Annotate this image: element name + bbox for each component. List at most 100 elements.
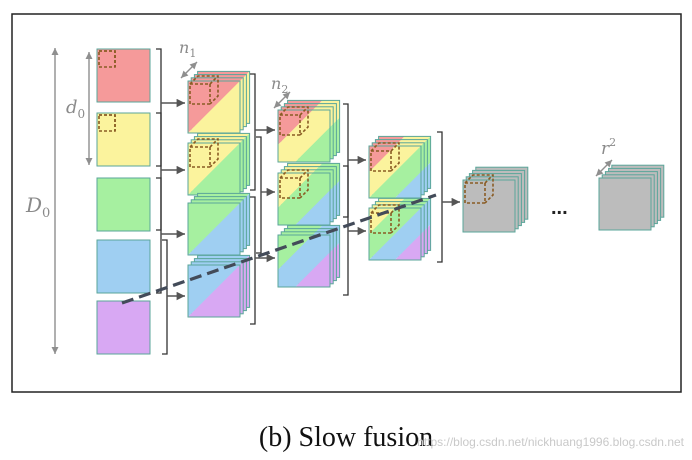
dim-d0 <box>85 52 93 165</box>
cube-l2-1 <box>279 106 309 136</box>
map-front <box>277 109 331 163</box>
cube-front <box>279 177 301 199</box>
connection-arrows <box>156 48 460 355</box>
input-frame-yellow <box>96 112 151 167</box>
face-border <box>187 264 241 318</box>
dim-head <box>274 100 282 108</box>
map-front <box>187 142 241 196</box>
layer2-stack-2 <box>277 162 341 226</box>
cube-front <box>189 146 211 168</box>
band-blue <box>395 172 421 198</box>
map-front <box>598 177 652 231</box>
watermark-text: https://blog.csdn.net/nickhuang1996.blog… <box>417 435 685 449</box>
cube-edges <box>189 75 219 105</box>
cube-edges <box>99 114 116 131</box>
map-front <box>187 80 241 134</box>
dimension-markers <box>51 48 613 354</box>
dim-n1 <box>180 61 198 79</box>
dim-head <box>282 92 290 100</box>
dim-head <box>85 158 93 165</box>
cube-l1-1 <box>189 75 219 105</box>
cube-edges <box>99 50 116 67</box>
bracket-4 <box>437 131 443 263</box>
input-frame-red <box>96 48 151 103</box>
map-front <box>368 145 422 199</box>
input-frame-blue <box>96 239 151 294</box>
map-front <box>277 172 331 226</box>
temporal-extent-line <box>121 193 437 305</box>
dim-D0 <box>51 48 59 354</box>
bracket-2c <box>250 196 256 325</box>
dim-head <box>604 160 612 168</box>
kernel-cubes <box>98 50 494 234</box>
layer2-stack-1 <box>277 99 341 163</box>
feature-maps <box>96 48 665 355</box>
ellipsis-label: ... <box>551 197 568 219</box>
cube-input-1 <box>98 50 116 68</box>
band-yellow <box>188 81 240 133</box>
bracket-1b <box>156 112 162 231</box>
dim-head <box>189 62 197 70</box>
cube-l2-2 <box>279 169 309 199</box>
map-front <box>187 202 241 256</box>
cube-edges <box>279 106 309 136</box>
bracket-1d <box>162 239 168 355</box>
band-purple <box>395 234 421 260</box>
band-green <box>188 143 240 195</box>
cube-edges <box>464 174 494 204</box>
band-yellow <box>278 173 313 208</box>
output-stack <box>598 164 665 231</box>
layer3-stack-1 <box>368 135 432 199</box>
band-blue <box>295 190 330 225</box>
cube-edges <box>279 169 309 199</box>
cube-input-2 <box>98 114 116 132</box>
band-blue <box>188 203 240 255</box>
band-green <box>295 127 330 162</box>
map-front <box>368 207 422 261</box>
map-front <box>462 179 516 233</box>
cube-front <box>464 182 486 204</box>
cube-l4 <box>464 174 494 204</box>
cube-edges <box>370 142 400 172</box>
bracket-1a <box>156 48 162 167</box>
dim-head <box>181 70 189 78</box>
dim-head <box>51 347 59 354</box>
label-d0: d0 <box>66 97 85 121</box>
layer1-stack-4 <box>187 254 251 318</box>
input-frame-green <box>96 177 151 232</box>
figure-caption: (b) Slow fusion <box>259 422 433 453</box>
cube-edges <box>189 138 219 168</box>
cube-l1-2 <box>189 138 219 168</box>
layer2-stack-3 <box>277 224 341 288</box>
band-yellow <box>278 110 330 162</box>
bracket-1c <box>156 177 162 294</box>
band-blue <box>278 235 330 287</box>
label-D0: D0 <box>25 193 50 221</box>
layer1-stack-3 <box>187 192 251 256</box>
bracket-2b <box>256 136 262 254</box>
band-purple <box>188 265 240 317</box>
dim-head <box>51 48 59 55</box>
cube-front <box>279 114 301 136</box>
bracket-2a <box>250 73 256 191</box>
cube-front <box>189 83 211 105</box>
band-purple <box>295 252 330 287</box>
cube-front <box>370 150 392 172</box>
dim-n2 <box>273 91 291 109</box>
layer1-stack-2 <box>187 132 251 196</box>
layer4-stack <box>462 166 529 233</box>
dim-head <box>596 168 604 176</box>
input-frame-purple <box>96 300 151 355</box>
map-front <box>187 264 241 318</box>
band-green <box>278 173 330 225</box>
dashed-line <box>121 193 437 305</box>
dim-head <box>85 52 93 59</box>
map-front <box>277 234 331 288</box>
label-n1: n1 <box>179 38 196 60</box>
face-border <box>277 234 331 288</box>
label-n2: n2 <box>271 74 288 96</box>
cube-l3-1 <box>370 142 400 172</box>
dim-r2 <box>595 159 613 177</box>
label-r2: r2 <box>601 136 616 159</box>
